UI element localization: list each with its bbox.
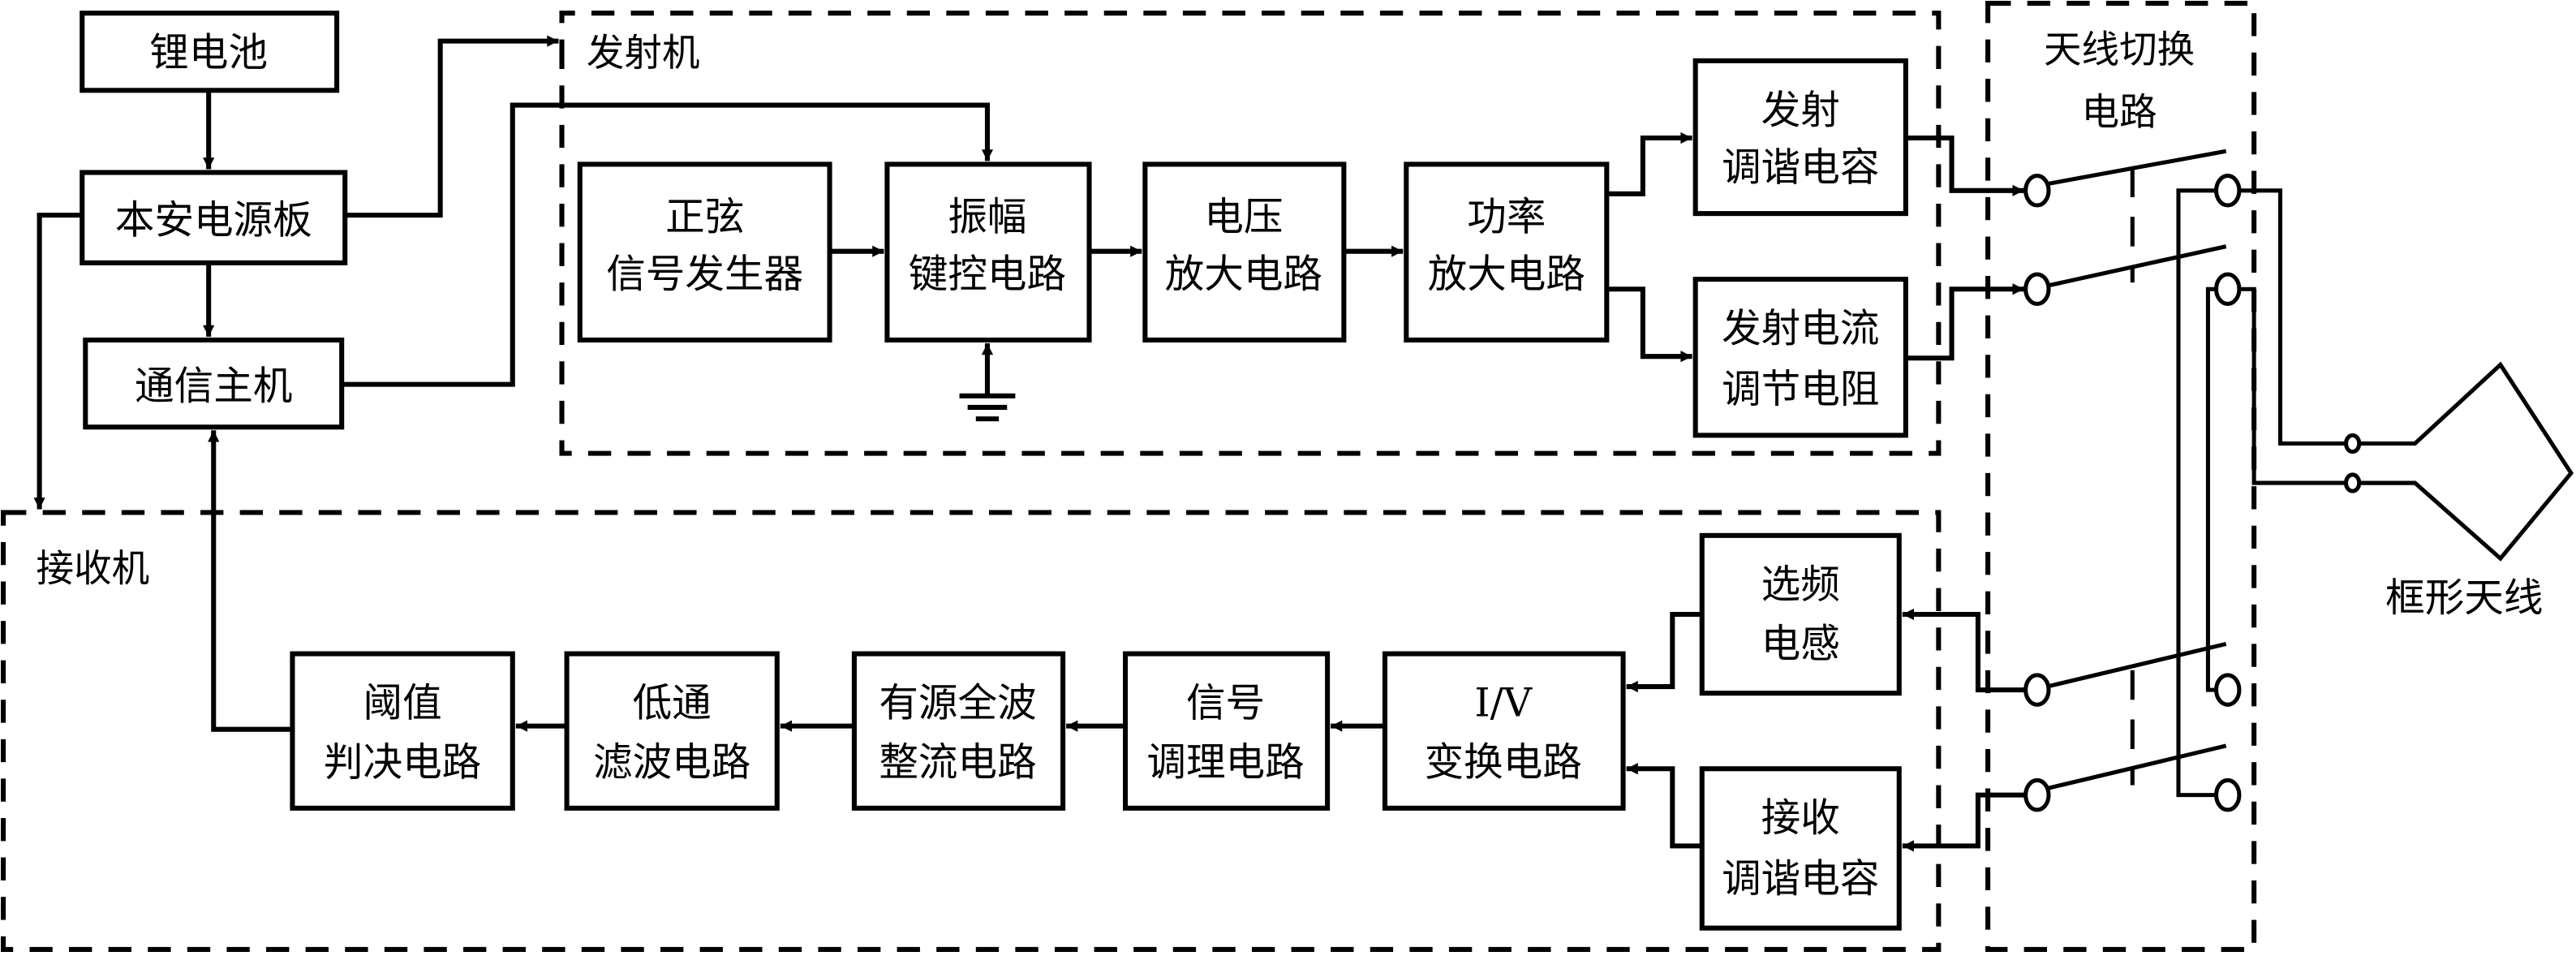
block-label-line2: 整流电路 xyxy=(879,739,1036,785)
block-label-line1: 选频 xyxy=(1761,562,1840,608)
block-rx-tuning-cap: 接收 调谐电容 xyxy=(1699,766,1902,931)
block-ask-circuit: 振幅 键控电路 xyxy=(884,161,1092,343)
ground-icon xyxy=(959,343,1016,422)
block-label-line1: 发射电流 xyxy=(1722,306,1879,351)
receiver-frame xyxy=(1,510,1942,952)
block-label-line2: 变换电路 xyxy=(1425,739,1582,785)
block-label-line1: 阈值 xyxy=(363,680,442,726)
antenna-switch-title-1: 天线切换 xyxy=(2044,28,2195,71)
block-voltage-amp: 电压 放大电路 xyxy=(1142,161,1347,343)
wire-pamp-to-txcap xyxy=(1606,131,1692,196)
block-label-line2: 信号发生器 xyxy=(606,252,803,297)
wire-txcap-to-switch xyxy=(1905,135,2024,196)
wire-board-to-transmitter xyxy=(345,35,559,218)
wire-switch-to-inductor xyxy=(1902,608,2024,693)
block-label-line2: 调谐电容 xyxy=(1722,856,1879,902)
block-tx-current-resistor: 发射电流 调节电阻 xyxy=(1692,277,1908,438)
block-label-line1: 功率 xyxy=(1467,194,1546,239)
block-label-line2: 调节电阻 xyxy=(1722,367,1879,412)
receiver-title: 接收机 xyxy=(37,547,150,591)
block-power-board: 本安电源板 xyxy=(80,170,348,265)
antenna-switch-frame xyxy=(1985,1,2257,952)
bus-rx-a xyxy=(2176,188,2228,798)
block-label-line2: 放大电路 xyxy=(1428,252,1585,297)
antenna-switch-group: 天线切换 电路 xyxy=(1985,1,2257,952)
wire-rxcap-to-iv xyxy=(1626,763,1702,849)
block-label-line1: I/V xyxy=(1474,680,1533,726)
block-label-line1: 低通 xyxy=(633,680,712,726)
block-label-line2: 判决电路 xyxy=(324,739,481,785)
block-label-line1: 信号 xyxy=(1186,680,1265,726)
block-sine-generator: 正弦 信号发生器 xyxy=(577,161,832,343)
block-active-rectifier: 有源全波 整流电路 xyxy=(851,651,1066,811)
block-label-line1: 电压 xyxy=(1204,194,1283,239)
block-power-amp: 功率 放大电路 xyxy=(1404,161,1610,343)
wire-switch-to-rxcap xyxy=(1902,792,2024,852)
block-label: 通信主机 xyxy=(135,364,292,409)
block-label: 锂电池 xyxy=(149,30,268,75)
block-selective-inductor: 选频 电感 xyxy=(1699,532,1902,696)
block-label-line2: 调理电路 xyxy=(1146,739,1304,785)
wire-txres-to-switch xyxy=(1905,283,2024,361)
block-label: 本安电源板 xyxy=(115,197,312,243)
block-lowpass-filter: 低通 滤波电路 xyxy=(564,651,780,811)
block-battery: 锂电池 xyxy=(80,11,340,93)
wire-host-to-ask xyxy=(342,102,994,387)
transmitter-group: 发射机 xyxy=(559,11,1942,456)
bus-rx-b xyxy=(2205,286,2228,692)
wire-threshold-to-host xyxy=(208,430,293,732)
block-tx-tuning-cap: 发射 调谐电容 xyxy=(1692,58,1908,217)
block-host: 通信主机 xyxy=(83,337,345,430)
loop-antenna-icon xyxy=(2343,361,2574,562)
block-label-line2: 滤波电路 xyxy=(593,739,750,785)
wire-pamp-to-txres xyxy=(1606,286,1692,363)
transmitter-frame xyxy=(559,11,1942,456)
antenna-switch-title-2: 电路 xyxy=(2082,90,2157,134)
block-label-line1: 振幅 xyxy=(948,194,1026,239)
block-label-line1: 正弦 xyxy=(665,194,744,239)
block-label-line1: 接收 xyxy=(1761,795,1840,841)
block-iv-converter: I/V 变换电路 xyxy=(1382,651,1626,811)
receiver-group: 接收机 xyxy=(1,510,1942,952)
block-signal-conditioning: 信号 调理电路 xyxy=(1123,651,1331,811)
block-label-line2: 调谐电容 xyxy=(1722,145,1879,191)
wire-board-to-receiver xyxy=(33,213,83,510)
block-label-line2: 键控电路 xyxy=(909,252,1066,297)
block-label-line1: 发射 xyxy=(1761,88,1840,133)
block-label-line2: 放大电路 xyxy=(1165,252,1322,297)
wire-inductor-to-iv xyxy=(1626,611,1702,693)
block-label-line1: 有源全波 xyxy=(879,680,1036,726)
block-label-line2: 电感 xyxy=(1761,622,1840,667)
bus-b xyxy=(2227,286,2415,485)
block-threshold-decision: 阈值 判决电路 xyxy=(290,651,515,811)
antenna-label: 框形天线 xyxy=(2385,575,2543,621)
transmitter-title: 发射机 xyxy=(587,31,700,75)
